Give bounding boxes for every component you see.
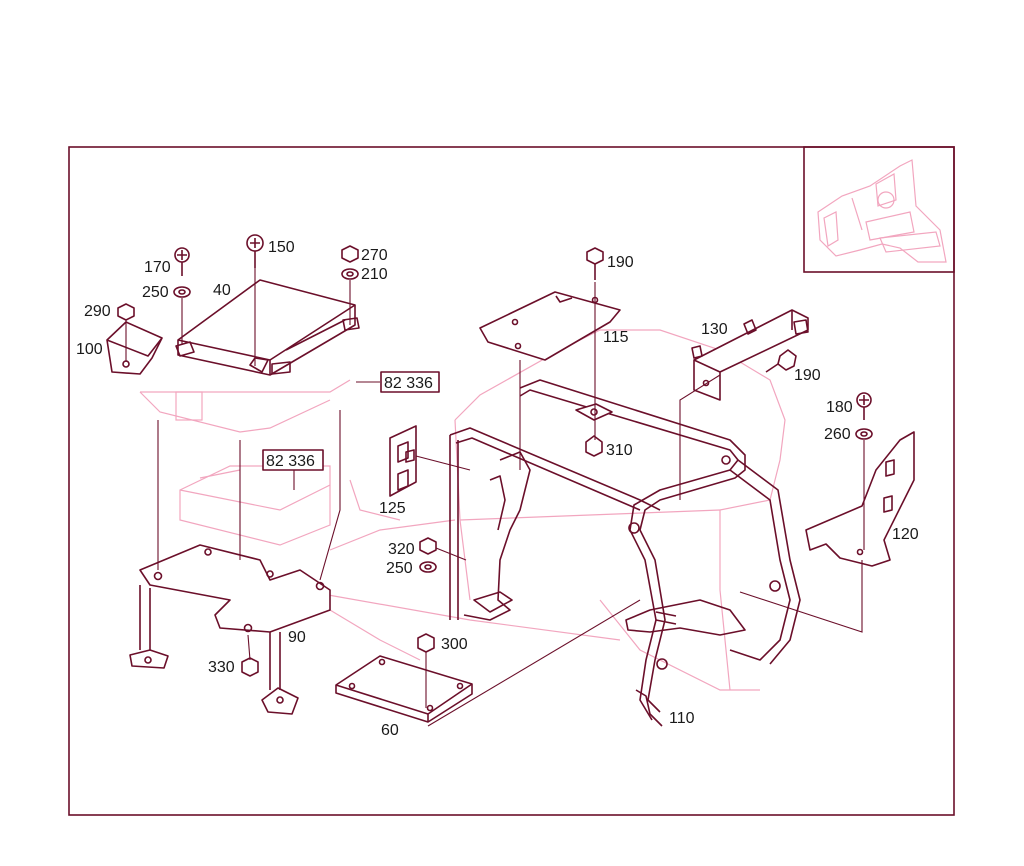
callout-125[interactable]: 125 — [379, 500, 406, 517]
screw-icon — [765, 349, 797, 373]
callout-130[interactable]: 130 — [701, 321, 728, 338]
ref-box-lower-label: 82 336 — [266, 453, 315, 470]
callout-100[interactable]: 100 — [76, 341, 103, 358]
nut-icon — [419, 537, 437, 555]
callout-90[interactable]: 90 — [288, 629, 306, 646]
washer-icon — [855, 428, 873, 440]
callout-270[interactable]: 270 — [361, 247, 388, 264]
callout-60[interactable]: 60 — [381, 722, 399, 739]
part-40-control-unit[interactable] — [175, 279, 360, 376]
callout-250b[interactable]: 250 — [386, 560, 413, 577]
nut-icon — [341, 245, 359, 263]
part-115-cover-plate[interactable] — [479, 291, 621, 361]
callout-290[interactable]: 290 — [84, 303, 111, 320]
part-60-base-plate[interactable] — [335, 655, 473, 723]
nut-icon — [585, 435, 603, 457]
callout-150[interactable]: 150 — [268, 239, 295, 256]
callout-120[interactable]: 120 — [892, 526, 919, 543]
callout-320[interactable]: 320 — [388, 541, 415, 558]
ref-box-upper-label: 82 336 — [384, 375, 433, 392]
washer-icon — [575, 403, 613, 421]
nut-icon — [417, 633, 435, 653]
callout-110[interactable]: 110 — [669, 710, 695, 727]
callout-310[interactable]: 310 — [606, 442, 633, 459]
ref-box-upper[interactable]: 82 336 — [380, 371, 440, 393]
callout-330[interactable]: 330 — [208, 659, 235, 676]
callout-260[interactable]: 260 — [824, 426, 851, 443]
callout-250a[interactable]: 250 — [142, 284, 169, 301]
callout-300[interactable]: 300 — [441, 636, 468, 653]
callout-170[interactable]: 170 — [144, 259, 171, 276]
screw-icon — [856, 392, 872, 420]
ref-box-lower[interactable]: 82 336 — [262, 449, 324, 471]
callout-190b[interactable]: 190 — [794, 367, 821, 384]
part-100-bracket[interactable] — [106, 321, 163, 375]
screw-icon — [246, 234, 264, 268]
callout-190a[interactable]: 190 — [607, 254, 634, 271]
washer-icon — [341, 268, 359, 280]
vehicle-locator-thumbnail — [803, 146, 955, 273]
washer-icon — [173, 286, 191, 298]
part-125-cover[interactable] — [389, 425, 417, 497]
part-120-side-bracket[interactable] — [805, 431, 915, 567]
callout-115[interactable]: 115 — [603, 329, 629, 346]
washer-icon — [419, 561, 437, 573]
callout-180[interactable]: 180 — [826, 399, 853, 416]
leader-lines — [125, 268, 865, 727]
part-90-mounting-plate[interactable] — [129, 544, 331, 715]
screw-icon — [174, 247, 190, 276]
screw-icon — [586, 247, 604, 280]
diagram-frame — [68, 146, 955, 816]
callout-labels: 170 150 270 210 250 40 290 100 190 115 1… — [76, 239, 919, 739]
callout-210[interactable]: 210 — [361, 266, 388, 283]
callout-40[interactable]: 40 — [213, 282, 231, 299]
background-ghost-outlines — [139, 329, 786, 691]
nut-icon — [241, 657, 259, 677]
nut-icon — [117, 303, 135, 321]
part-130-bracket[interactable] — [691, 309, 809, 401]
part-110-tube-frame[interactable] — [449, 379, 801, 727]
